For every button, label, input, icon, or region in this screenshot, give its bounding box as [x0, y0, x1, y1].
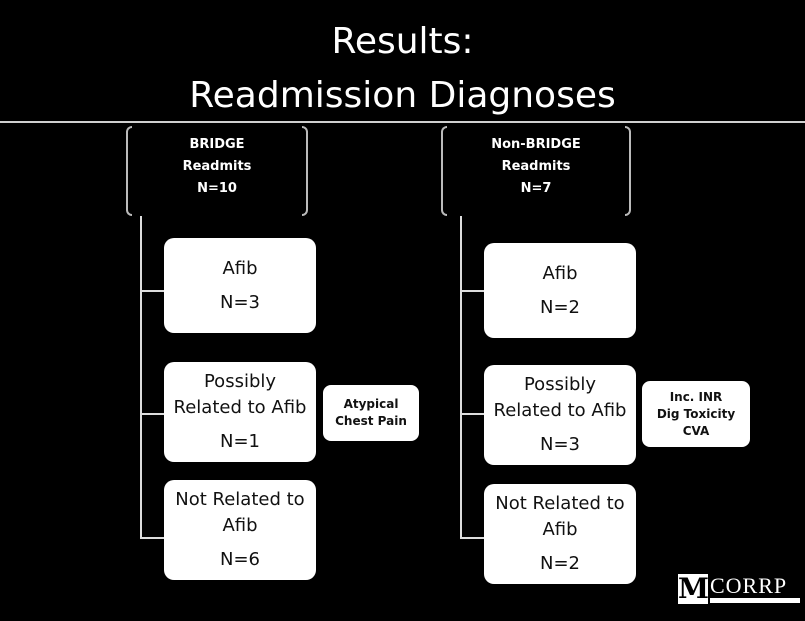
- right-header-bracket-left: [441, 126, 447, 216]
- right-header-line-2: Readmits: [501, 159, 571, 174]
- left-header-line-3: N=10: [197, 181, 237, 196]
- right-box-not-related-label: Not Related to Afib: [495, 493, 625, 540]
- left-box-not-related: Not Related to Afib N=6: [164, 480, 316, 580]
- right-connector-2: [460, 413, 484, 415]
- left-side-note-line-2: Chest Pain: [335, 414, 407, 428]
- right-connector-1: [460, 290, 484, 292]
- left-connector-2: [140, 413, 164, 415]
- left-connector-vertical: [140, 216, 142, 538]
- title-line-1: Results:: [331, 21, 474, 62]
- left-box-afib-count: N=3: [220, 291, 260, 313]
- left-connector-1: [140, 290, 164, 292]
- right-box-not-related-count: N=2: [540, 553, 580, 574]
- corrp-logo: M CORRP: [678, 574, 802, 604]
- left-box-possibly-related-count: N=1: [220, 431, 260, 452]
- title-divider: [0, 121, 805, 123]
- right-box-not-related: Not Related to Afib N=2: [484, 484, 636, 584]
- right-box-afib-count: N=2: [540, 296, 580, 318]
- right-box-possibly-related-label: Possibly Related to Afib: [493, 374, 627, 421]
- right-side-note: Inc. INR Dig Toxicity CVA: [642, 381, 750, 447]
- right-side-note-line-3: CVA: [682, 423, 710, 438]
- left-box-not-related-count: N=6: [220, 549, 260, 570]
- right-box-possibly-related: Possibly Related to Afib N=3: [484, 365, 636, 465]
- title-line-2: Readmission Diagnoses: [189, 75, 616, 116]
- logo-letter-m: M: [678, 572, 709, 605]
- left-header-line-1: BRIDGE: [189, 137, 245, 152]
- left-box-possibly-related-label: Possibly Related to Afib: [173, 371, 307, 418]
- logo-wordmark: CORRP: [710, 573, 788, 598]
- logo-underline: [710, 598, 800, 603]
- left-box-afib-label: Afib: [222, 257, 258, 279]
- right-header-line-1: Non-BRIDGE: [491, 137, 581, 152]
- right-header: Non-BRIDGE Readmits N=7: [441, 126, 631, 216]
- left-box-afib: Afib N=3: [164, 238, 316, 333]
- right-box-afib: Afib N=2: [484, 243, 636, 338]
- left-box-possibly-related: Possibly Related to Afib N=1: [164, 362, 316, 462]
- left-header-bracket-left: [126, 126, 132, 216]
- right-box-afib-label: Afib: [542, 262, 578, 284]
- right-header-bracket-right: [625, 126, 631, 216]
- right-connector-3: [460, 537, 484, 539]
- left-side-note-line-1: Atypical: [343, 397, 399, 411]
- left-connector-3: [140, 537, 164, 539]
- right-side-note-line-1: Inc. INR: [669, 389, 723, 404]
- left-side-note: Atypical Chest Pain: [323, 385, 419, 441]
- left-box-not-related-label: Not Related to Afib: [175, 489, 305, 536]
- right-connector-vertical: [460, 216, 462, 538]
- right-box-possibly-related-count: N=3: [540, 434, 580, 455]
- left-header: BRIDGE Readmits N=10: [126, 126, 308, 216]
- left-header-line-2: Readmits: [182, 159, 252, 174]
- right-side-note-line-2: Dig Toxicity: [656, 406, 736, 421]
- left-header-bracket-right: [302, 126, 308, 216]
- right-header-line-3: N=7: [520, 181, 552, 196]
